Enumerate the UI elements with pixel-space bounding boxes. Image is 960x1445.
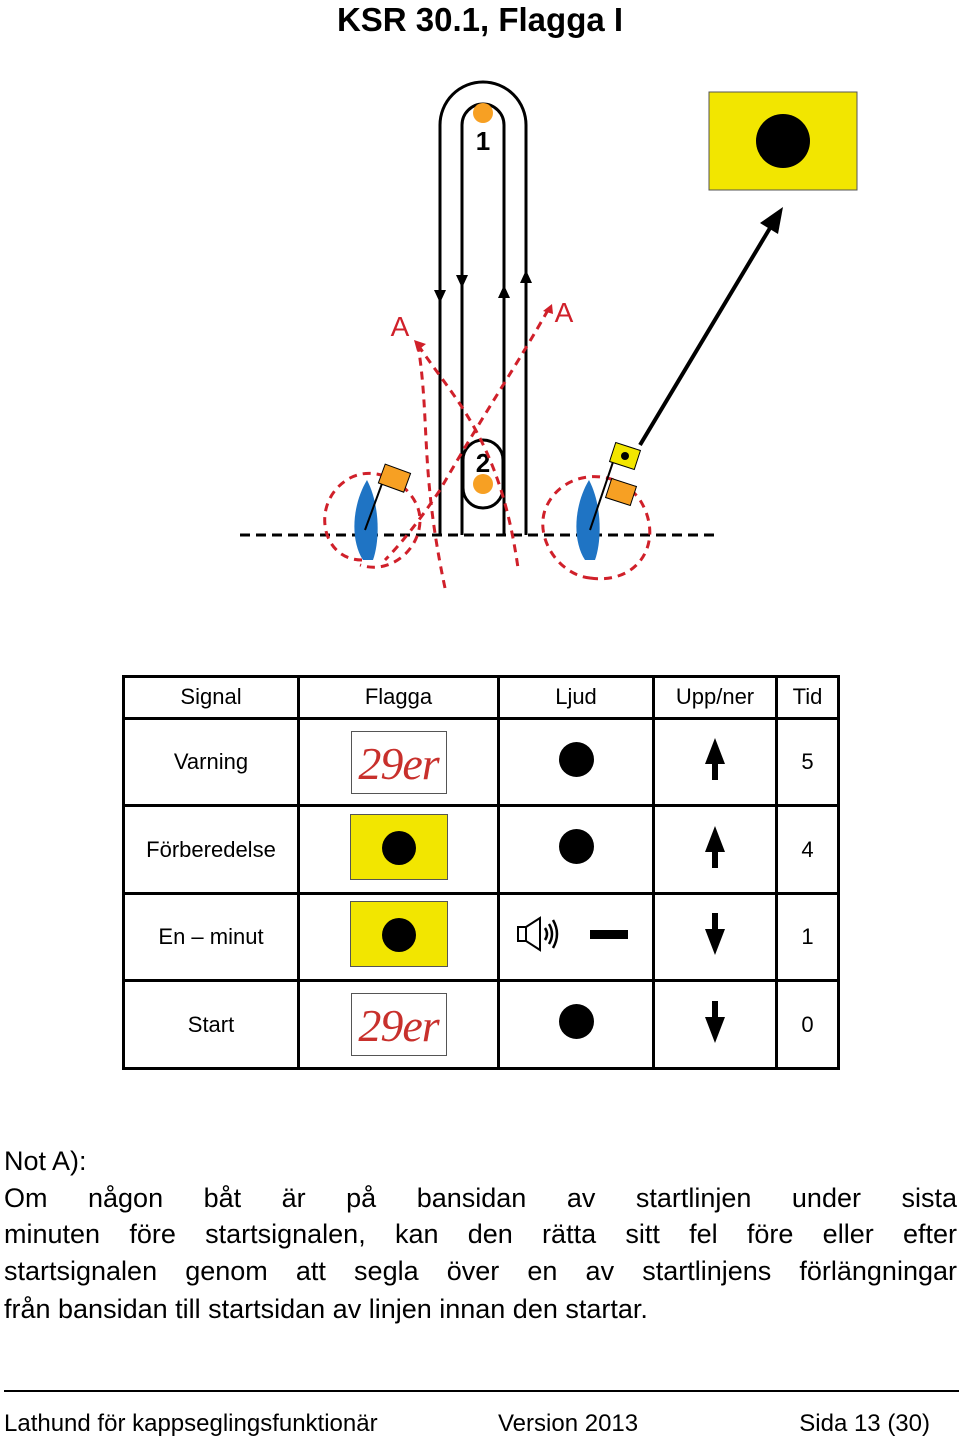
table-header-row: Signal Flagga Ljud Upp/ner Tid: [122, 675, 840, 720]
flag-cell: 29er: [297, 716, 500, 808]
header-upp-ner: Upp/ner: [652, 675, 778, 720]
header-ljud: Ljud: [497, 675, 655, 720]
footer-divider: [4, 1390, 959, 1392]
footer-version: Version 2013: [498, 1410, 639, 1437]
arrow-up-icon: [705, 825, 725, 868]
sound-cell: [497, 804, 655, 895]
sound-dot-icon: [558, 829, 594, 865]
note-line: minuten före startsignalen, kan den rätt…: [4, 1219, 957, 1249]
updown-cell: [652, 891, 778, 983]
class-flag-29er-icon: 29er: [350, 993, 447, 1057]
updown-cell: [652, 804, 778, 895]
header-signal: Signal: [122, 675, 300, 720]
flag-i-large-icon: [708, 91, 858, 191]
flag-i-icon: [349, 901, 448, 968]
signal-cell: En – minut: [122, 891, 300, 983]
mark-2-icon: [473, 474, 493, 494]
signal-arrow: [638, 226, 772, 447]
note-heading: Not A):: [4, 1146, 87, 1176]
sound-cell: [497, 979, 655, 1070]
arrow-down-icon: [705, 1000, 725, 1043]
footer-title: Lathund för kappseglingsfunktionär: [4, 1410, 378, 1437]
table-row: Varning 29er 5: [122, 716, 840, 808]
flag-cell: [297, 891, 500, 983]
header-tid: Tid: [775, 675, 840, 720]
down-arrows-icon: [434, 275, 468, 303]
updown-cell: [652, 716, 778, 808]
course-path-outer: [438, 80, 528, 535]
signal-cell: Förberedelse: [122, 804, 300, 895]
return-paths: [323, 309, 652, 589]
class-flag-29er-icon: 29er: [350, 730, 447, 794]
note-line: startsignalen genom att segla över en av…: [4, 1256, 957, 1286]
sound-cell: [497, 716, 655, 808]
signal-cell: Varning: [122, 716, 300, 808]
sound-cell: [497, 891, 655, 983]
flag-cell: [297, 804, 500, 895]
course-diagram: 1 2 A A: [240, 80, 858, 589]
page-title: KSR 30.1, Flagga I: [336, 1, 624, 38]
label-a-right: A: [555, 297, 574, 328]
table-row: Förberedelse 4: [122, 804, 840, 895]
flag-i-icon: [349, 813, 448, 880]
table-row: Start 29er 0: [122, 979, 840, 1070]
label-a-left: A: [391, 311, 410, 342]
sound-dot-icon: [558, 741, 594, 777]
time-cell: 4: [775, 804, 840, 895]
signal-arrow-head-icon: [760, 207, 783, 234]
time-cell: 1: [775, 891, 840, 983]
arrow-up-icon: [705, 738, 725, 781]
right-boat-icon: [576, 441, 642, 560]
signal-table: Signal Flagga Ljud Upp/ner Tid Varning 2…: [122, 675, 840, 1070]
left-boat-icon: [354, 463, 412, 560]
sound-dot-icon: [558, 1004, 594, 1040]
table-row: En – minut 1: [122, 891, 840, 983]
mark-1-label: 1: [476, 126, 490, 156]
long-sound-icon: [517, 916, 628, 952]
up-arrows-icon: [498, 270, 532, 298]
header-flagga: Flagga: [297, 675, 500, 720]
time-cell: 0: [775, 979, 840, 1070]
updown-cell: [652, 979, 778, 1070]
mark-1-icon: [473, 103, 493, 123]
flag-cell: 29er: [297, 979, 500, 1070]
arrow-a-right-icon: [543, 304, 553, 314]
arrow-down-icon: [705, 913, 725, 956]
footer-page: Sida 13 (30): [799, 1410, 930, 1437]
note-line: Om någon båt är på bansidan av startlinj…: [4, 1183, 957, 1213]
arrow-a-left-icon: [414, 340, 426, 351]
note-line: från bansidan till startsidan av linjen …: [4, 1294, 648, 1324]
signal-cell: Start: [122, 979, 300, 1070]
time-cell: 5: [775, 716, 840, 808]
